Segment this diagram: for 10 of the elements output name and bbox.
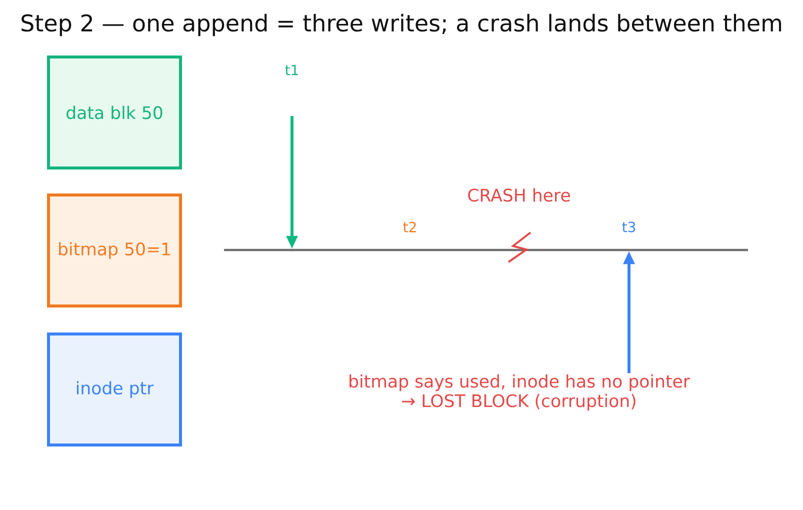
timeline (224, 248, 748, 252)
data-block-box: data blk 50 (47, 56, 182, 170)
crash-label: CRASH here (468, 188, 570, 202)
title: Step 2 — one append = three writes; a crash lands between them (22, 14, 782, 36)
time-label: t2 (403, 222, 416, 232)
time-label: t3 (622, 222, 636, 232)
bitmap-box: bitmap 50=1 (47, 194, 182, 308)
note-text: bitmap says used, inode has no pointer → LOST BLOCK (corruption) (350, 374, 690, 411)
inode-box: inode ptr (47, 332, 182, 446)
time-label: t1 (285, 64, 298, 76)
